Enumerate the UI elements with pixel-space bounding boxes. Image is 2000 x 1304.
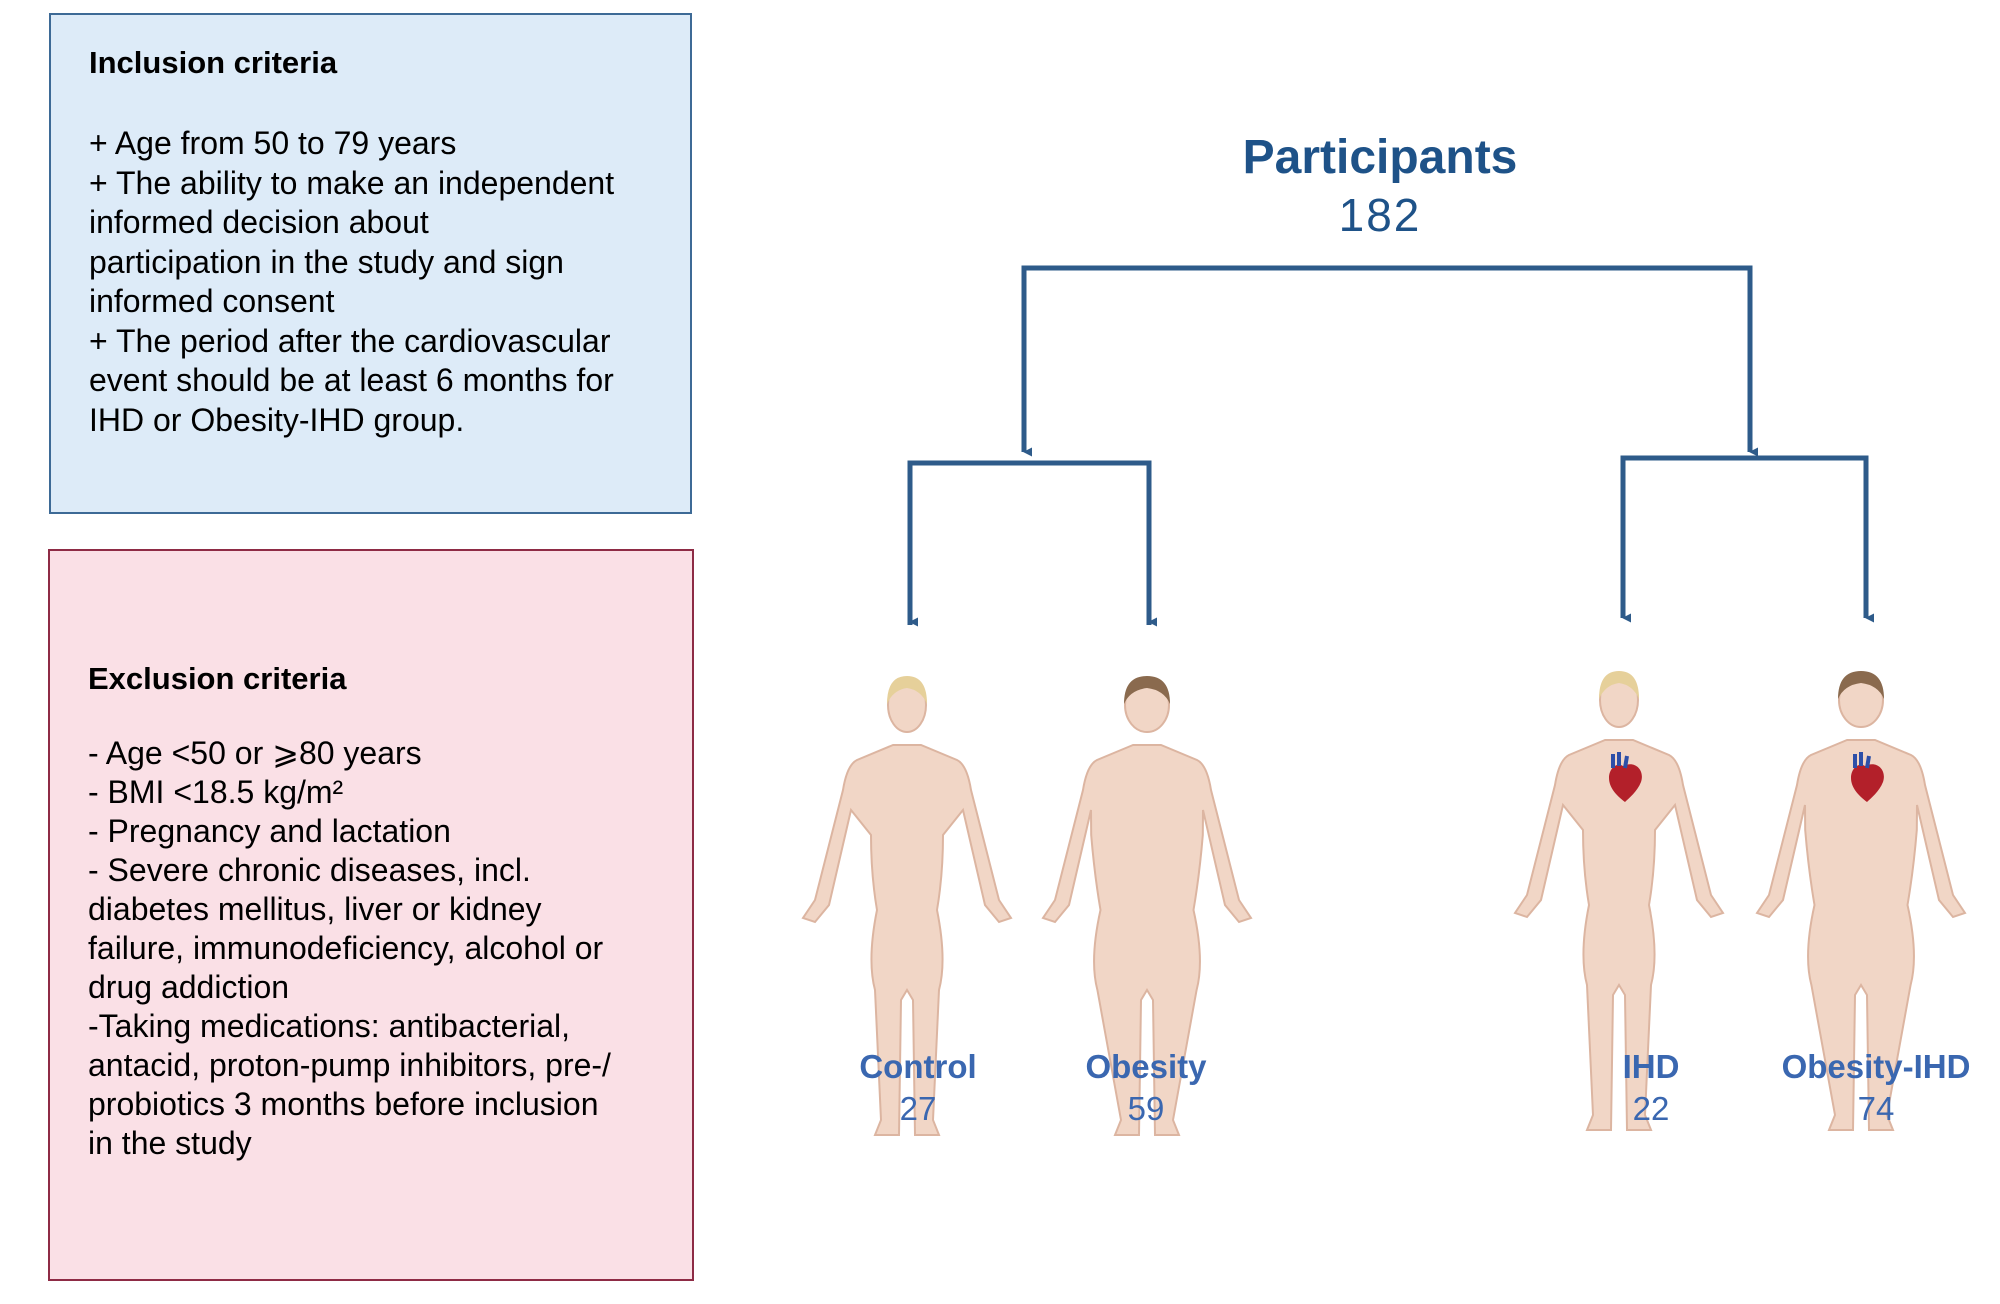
inclusion-list: + Age from 50 to 79 years+ The ability t… <box>89 124 660 440</box>
participants-title: Participants <box>1242 131 1518 184</box>
body-silhouette <box>1755 739 1967 1131</box>
inclusion-line: event should be at least 6 months for <box>89 362 614 398</box>
group-name-control: Control <box>859 1048 977 1085</box>
body-figure-obesity-ihd <box>1755 671 1967 1131</box>
group-count-ihd: 22 <box>1632 1090 1670 1127</box>
exclusion-line: in the study <box>88 1125 252 1161</box>
participants-count: 182 <box>1338 189 1422 241</box>
exclusion-line: diabetes mellitus, liver or kidney <box>88 891 542 927</box>
inclusion-line: informed consent <box>89 283 335 319</box>
group-count-control: 27 <box>899 1090 937 1127</box>
heart-icon <box>1851 752 1884 802</box>
exclusion-title: Exclusion criteria <box>88 661 347 696</box>
inclusion-line: informed decision about <box>89 204 429 240</box>
hair <box>887 676 927 704</box>
inclusion-line: + The ability to make an independent <box>89 164 615 201</box>
group-count-obesity: 59 <box>1127 1090 1165 1127</box>
exclusion-line: probiotics 3 months before inclusion <box>88 1086 599 1122</box>
body-silhouette <box>801 744 1013 1136</box>
body-silhouette <box>1041 744 1253 1136</box>
inclusion-line: + Age from 50 to 79 years <box>89 125 457 161</box>
root-bracket <box>1021 265 1753 272</box>
group-name-obesity-ihd: Obesity-IHD <box>1781 1048 1971 1085</box>
exclusion-line: drug addiction <box>88 969 290 1005</box>
body-figure-control <box>801 676 1013 1136</box>
exclusion-line: failure, immunodeficiency, alcohol or <box>88 930 604 966</box>
group-name-obesity: Obesity <box>1085 1048 1207 1085</box>
exclusion-line: - Pregnancy and lactation <box>88 813 451 849</box>
exclusion-line: - Severe chronic diseases, incl. <box>88 852 531 888</box>
body-figure-obesity <box>1041 676 1253 1136</box>
inclusion-line: participation in the study and sign <box>89 243 564 280</box>
inclusion-criteria-box: Inclusion criteria + Age from 50 to 79 y… <box>49 13 692 514</box>
body-figures <box>801 671 1967 1136</box>
exclusion-line: - BMI <18.5 kg/m² <box>88 774 344 810</box>
left-sub-bracket <box>907 460 1152 625</box>
inclusion-line: + The period after the cardiovascular <box>89 322 611 359</box>
heart-icon <box>1609 752 1642 802</box>
right-sub-bracket <box>1620 455 1869 461</box>
group-count-obesity-ihd: 74 <box>1857 1090 1895 1127</box>
exclusion-line: -Taking medications: antibacterial, <box>88 1008 571 1044</box>
exclusion-line: antacid, proton-pump inhibitors, pre-/ <box>88 1047 611 1083</box>
inclusion-title: Inclusion criteria <box>89 45 338 80</box>
exclusion-list: - Age <50 or ⩾80 years - BMI <18.5 kg/m²… <box>88 734 662 1163</box>
exclusion-line: - Age <50 or ⩾80 years <box>88 735 422 771</box>
hair <box>1838 671 1884 699</box>
body-silhouette <box>1513 739 1725 1131</box>
body-figure-ihd <box>1513 671 1725 1131</box>
hair <box>1124 676 1170 704</box>
exclusion-criteria-box: Exclusion criteria - Age <50 or ⩾80 year… <box>48 549 694 1281</box>
inclusion-line: IHD or Obesity-IHD group. <box>89 401 465 438</box>
group-name-ihd: IHD <box>1622 1048 1680 1085</box>
hair <box>1599 671 1639 699</box>
connector-lines <box>907 265 1875 627</box>
